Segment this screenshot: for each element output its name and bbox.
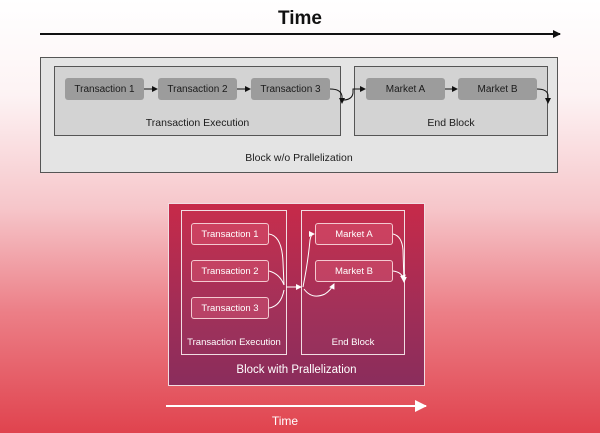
transaction-execution-panel-bottom (181, 210, 287, 355)
arrow-t3-to-market-a-top (342, 86, 366, 101)
block-with-parallelization-label: Block with Prallelization (236, 364, 357, 376)
block-with-parallelization (168, 203, 425, 386)
arrow-t1-merge-bottom (268, 233, 285, 286)
transaction-2-box-bottom: Transaction 2 (191, 260, 269, 282)
market-b-box-bottom: Market B (315, 260, 393, 282)
transaction-execution-label-bottom: Transaction Execution (187, 337, 281, 348)
market-a-box-bottom: Market A (315, 223, 393, 245)
transaction-3-box-bottom: Transaction 3 (191, 297, 269, 319)
transaction-execution-panel-top (54, 66, 341, 136)
block-without-parallelization-label: Block w/o Prallelization (245, 152, 353, 164)
transaction-1-box-bottom: Transaction 1 (191, 223, 269, 245)
arrow-t2-merge-bottom (268, 270, 285, 286)
time-axis-label-bottom: Time (271, 414, 299, 428)
transaction-1-box-top: Transaction 1 (65, 78, 144, 100)
arrow-mb-out-top (536, 88, 551, 104)
market-b-box-top: Market B (458, 78, 537, 100)
market-a-box-top: Market A (366, 78, 445, 100)
transaction-execution-label-top: Transaction Execution (145, 117, 250, 129)
end-block-panel-top (354, 66, 548, 136)
arrow-into-market-b-bottom (303, 283, 335, 297)
end-block-label-top: End Block (427, 117, 475, 129)
end-block-label-bottom: End Block (331, 337, 375, 348)
transaction-3-box-top: Transaction 3 (251, 78, 330, 100)
transaction-2-box-top: Transaction 2 (158, 78, 237, 100)
arrow-mb-out-bottom (392, 270, 406, 281)
arrow-t3-to-end-block-top (329, 88, 345, 104)
time-axis-label-top: Time (277, 8, 322, 29)
arrow-into-market-a-bottom (302, 231, 315, 288)
arrow-t3-merge-bottom (268, 289, 285, 309)
arrow-ma-out-bottom (392, 233, 407, 283)
